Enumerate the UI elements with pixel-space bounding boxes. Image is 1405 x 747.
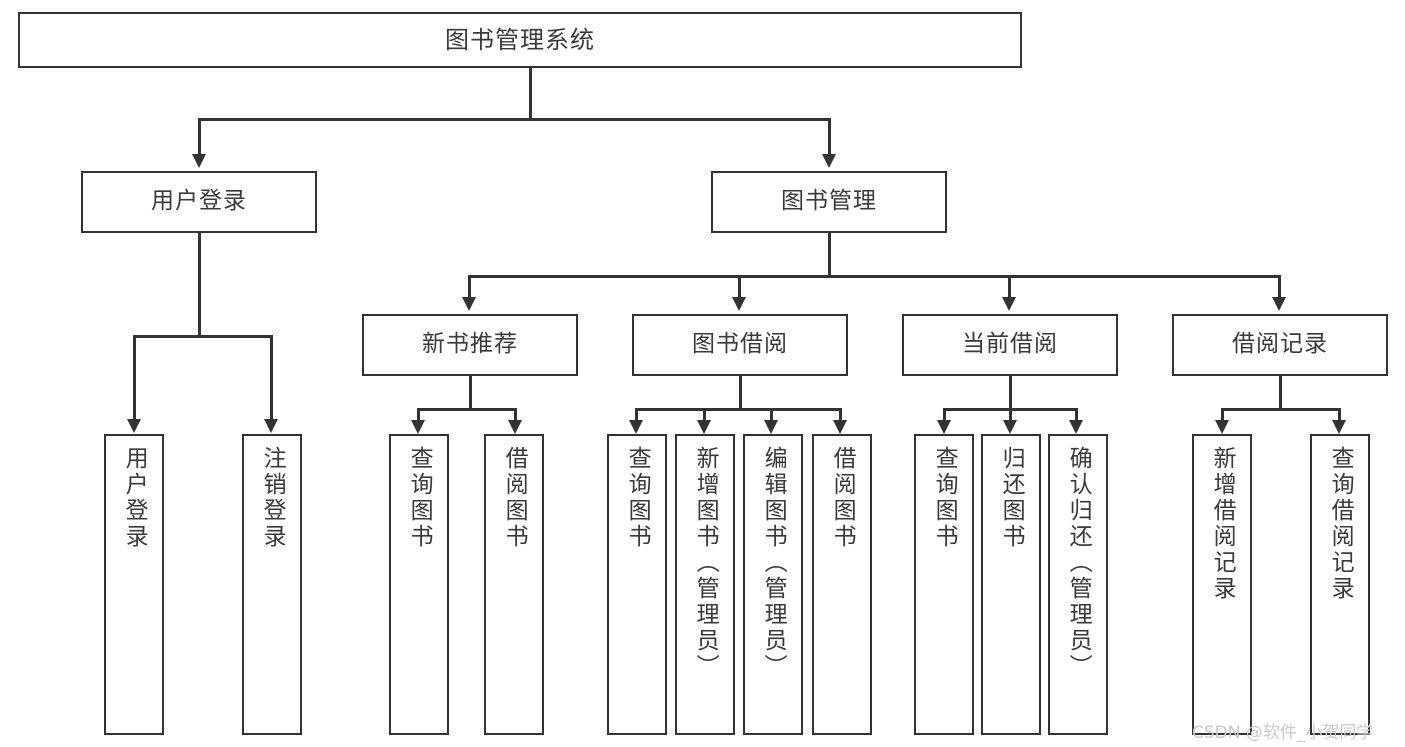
connector-book-manage-drop-2 xyxy=(738,275,741,299)
arrow-cb-leaf-2 xyxy=(1003,420,1017,434)
node-label: 图书管理系统 xyxy=(445,25,595,54)
node-label: 图书借阅 xyxy=(692,331,788,358)
leaf-query-book-borrow[interactable]: 查询图书 xyxy=(607,434,667,735)
connector-book-manage-drop-1 xyxy=(468,275,471,299)
connector-cb-drop-2 xyxy=(1009,408,1012,422)
node-label: 图书管理 xyxy=(781,188,877,215)
connector-book-manage-stem xyxy=(828,233,831,275)
connector-bb-drop-1 xyxy=(635,408,638,422)
leaf-label: 新增借阅记录 xyxy=(1209,446,1236,602)
node-new-book-recommend[interactable]: 新书推荐 xyxy=(362,314,578,376)
leaf-label: 借阅图书 xyxy=(829,446,856,550)
node-label: 借阅记录 xyxy=(1232,331,1328,358)
arrow-bb-leaf-1 xyxy=(629,420,643,434)
connector-root-to-book-manage xyxy=(828,118,831,156)
arrow-bb-leaf-3 xyxy=(764,420,778,434)
node-book-management[interactable]: 图书管理 xyxy=(711,171,947,233)
connector-root-stem xyxy=(529,68,532,118)
leaf-label: 编辑图书（管理员） xyxy=(760,446,787,680)
connector-root-to-user-login xyxy=(198,118,201,156)
leaf-label: 新增图书（管理员） xyxy=(692,446,719,680)
leaf-logout[interactable]: 注销登录 xyxy=(242,434,302,735)
leaf-label: 查询图书 xyxy=(406,446,433,550)
connector-book-manage-bus xyxy=(468,275,1280,278)
leaf-edit-book-admin[interactable]: 编辑图书（管理员） xyxy=(743,434,803,735)
node-label: 用户登录 xyxy=(151,188,247,215)
connector-cb-drop-3 xyxy=(1075,408,1078,422)
arrow-nb-leaf-1 xyxy=(411,420,425,434)
arrow-to-new-book xyxy=(462,297,476,311)
leaf-user-login[interactable]: 用户登录 xyxy=(104,434,164,735)
leaf-label: 查询图书 xyxy=(624,446,651,550)
connector-new-book-drop-1 xyxy=(417,408,420,422)
connector-bb-drop-4 xyxy=(839,408,842,422)
node-current-borrow[interactable]: 当前借阅 xyxy=(902,314,1118,376)
connector-bb-drop-2 xyxy=(703,408,706,422)
node-book-borrow[interactable]: 图书借阅 xyxy=(632,314,848,376)
connector-book-borrow-stem xyxy=(739,376,742,408)
connector-root-bus xyxy=(198,118,830,121)
leaf-label: 用户登录 xyxy=(121,446,148,550)
arrow-cb-leaf-1 xyxy=(937,420,951,434)
node-user-login[interactable]: 用户登录 xyxy=(81,171,317,233)
connector-bb-drop-3 xyxy=(770,408,773,422)
node-label: 新书推荐 xyxy=(422,331,518,358)
leaf-label: 归还图书 xyxy=(998,446,1025,550)
arrow-bb-leaf-4 xyxy=(833,420,847,434)
connector-borrow-record-bus xyxy=(1221,408,1340,411)
connector-user-login-drop-1 xyxy=(133,335,136,421)
leaf-query-book-new[interactable]: 查询图书 xyxy=(389,434,449,735)
connector-book-manage-drop-4 xyxy=(1278,275,1281,299)
connector-book-manage-drop-3 xyxy=(1008,275,1011,299)
connector-br-drop-1 xyxy=(1221,408,1224,422)
arrow-to-book-borrow xyxy=(732,297,746,311)
arrow-to-current-borrow xyxy=(1002,297,1016,311)
connector-br-drop-2 xyxy=(1338,408,1341,422)
arrow-br-leaf-2 xyxy=(1332,420,1346,434)
arrow-to-leaf-user-login xyxy=(127,419,141,433)
leaf-label: 借阅图书 xyxy=(501,446,528,550)
leaf-borrow-book-new[interactable]: 借阅图书 xyxy=(484,434,544,735)
connector-book-borrow-bus xyxy=(635,408,841,411)
connector-new-book-drop-2 xyxy=(514,408,517,422)
leaf-label: 查询借阅记录 xyxy=(1327,446,1354,602)
csdn-watermark: CSDN @软件_小贺同学 xyxy=(1192,723,1374,743)
arrow-root-to-user-login xyxy=(192,154,206,168)
connector-current-borrow-stem xyxy=(1009,376,1012,408)
arrow-root-to-book-manage xyxy=(822,154,836,168)
node-borrow-record[interactable]: 借阅记录 xyxy=(1172,314,1388,376)
leaf-add-book-admin[interactable]: 新增图书（管理员） xyxy=(675,434,735,735)
arrow-nb-leaf-2 xyxy=(508,420,522,434)
connector-borrow-record-stem xyxy=(1279,376,1282,408)
arrow-to-leaf-logout xyxy=(264,419,278,433)
leaf-add-borrow-record[interactable]: 新增借阅记录 xyxy=(1192,434,1252,735)
connector-user-login-bus xyxy=(133,335,272,338)
node-root-system[interactable]: 图书管理系统 xyxy=(18,12,1022,68)
leaf-label: 确认归还（管理员） xyxy=(1065,446,1092,680)
node-label: 当前借阅 xyxy=(962,331,1058,358)
leaf-return-book[interactable]: 归还图书 xyxy=(981,434,1041,735)
leaf-label: 注销登录 xyxy=(259,446,286,550)
arrow-cb-leaf-3 xyxy=(1069,420,1083,434)
connector-user-login-stem xyxy=(198,233,201,335)
leaf-confirm-return-admin[interactable]: 确认归还（管理员） xyxy=(1048,434,1108,735)
leaf-borrow-book[interactable]: 借阅图书 xyxy=(812,434,872,735)
leaf-query-book-current[interactable]: 查询图书 xyxy=(914,434,974,735)
arrow-br-leaf-1 xyxy=(1215,420,1229,434)
leaf-label: 查询图书 xyxy=(931,446,958,550)
connector-new-book-bus xyxy=(417,408,516,411)
leaf-query-borrow-record[interactable]: 查询借阅记录 xyxy=(1310,434,1370,735)
connector-new-book-stem xyxy=(469,376,472,408)
arrow-to-borrow-record xyxy=(1272,297,1286,311)
arrow-bb-leaf-2 xyxy=(697,420,711,434)
connector-user-login-drop-2 xyxy=(270,335,273,421)
connector-cb-drop-1 xyxy=(943,408,946,422)
